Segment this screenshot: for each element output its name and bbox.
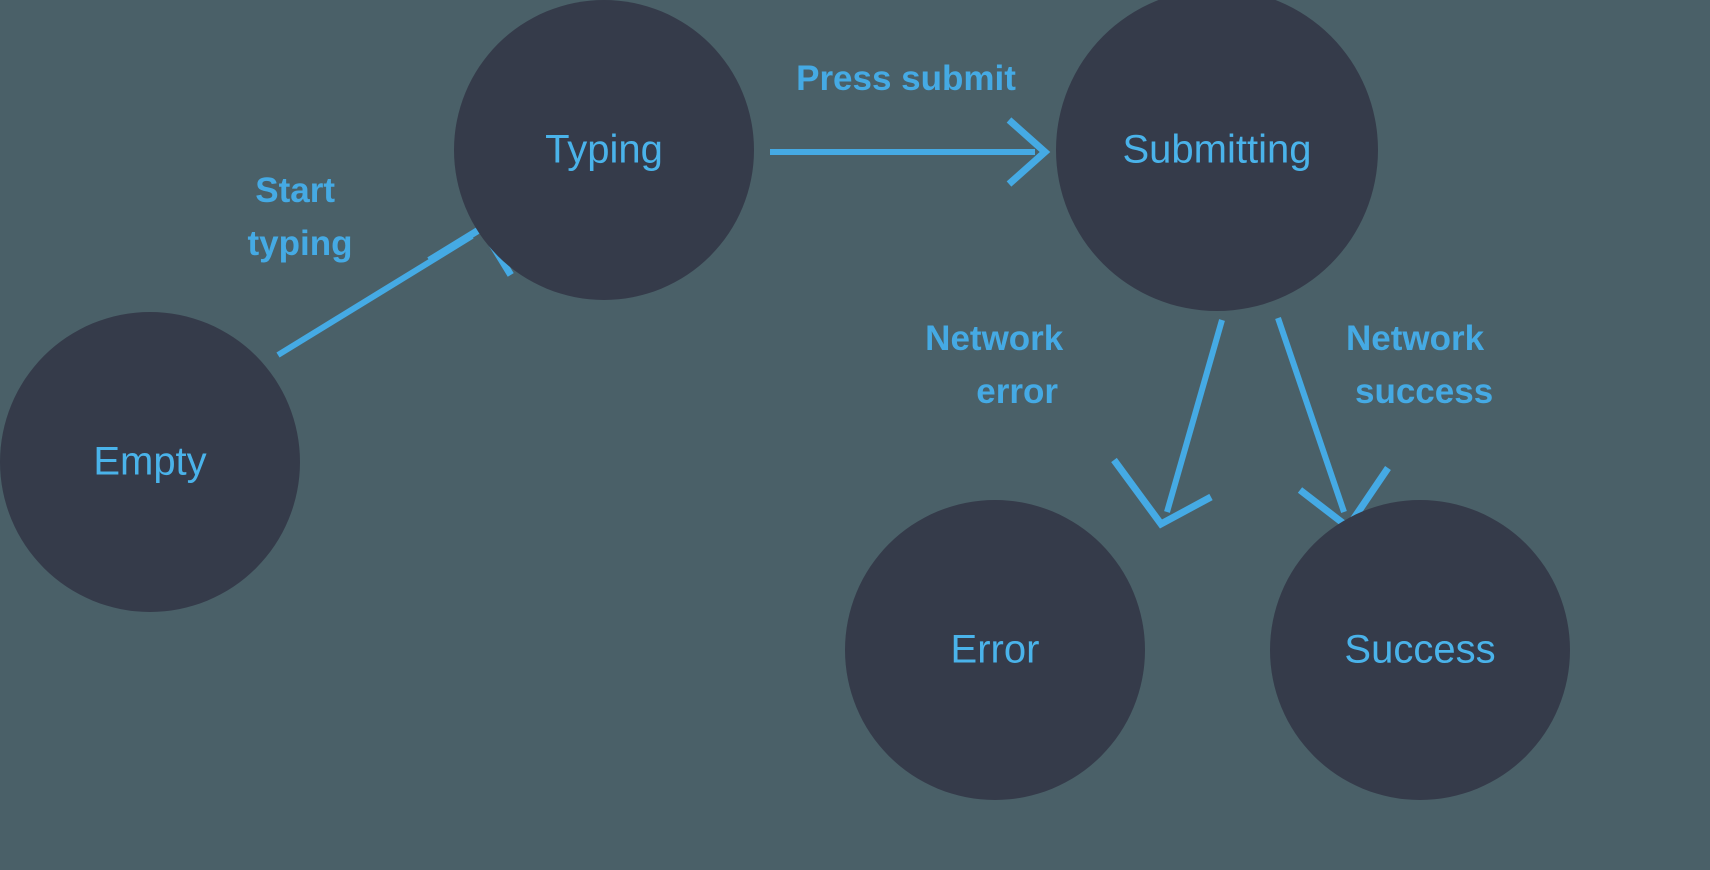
edge-label-press-submit-line-1: Press submit bbox=[796, 59, 1016, 98]
node-submitting-label: Submitting bbox=[1123, 128, 1312, 172]
edge-network-error-line bbox=[1164, 319, 1225, 513]
edge-label-network-success-line-1: Network bbox=[1346, 319, 1485, 358]
edge-press-submit bbox=[770, 117, 1051, 187]
node-typing[interactable]: Typing bbox=[454, 0, 754, 300]
edge-label-network-error-line-2: error bbox=[976, 372, 1058, 411]
node-success-circle[interactable] bbox=[1270, 500, 1570, 800]
edge-label-network-success: Network success bbox=[1346, 319, 1494, 411]
edge-label-start-typing-line-1: Start bbox=[255, 171, 335, 210]
node-error[interactable]: Error bbox=[845, 500, 1145, 800]
node-typing-label: Typing bbox=[545, 128, 663, 172]
edge-network-error bbox=[1111, 319, 1225, 529]
edge-press-submit-arrowhead bbox=[1006, 117, 1051, 187]
edge-label-network-error-line-1: Network bbox=[925, 319, 1064, 358]
edge-label-press-submit: Press submit bbox=[796, 59, 1016, 98]
edge-label-start-typing: Start typing bbox=[248, 171, 353, 263]
edge-label-network-success-line-2: success bbox=[1355, 372, 1493, 411]
node-typing-circle[interactable] bbox=[454, 0, 754, 300]
node-error-label: Error bbox=[951, 628, 1040, 672]
node-empty-label: Empty bbox=[93, 440, 206, 484]
node-error-circle[interactable] bbox=[845, 500, 1145, 800]
edge-network-error-arrowhead bbox=[1111, 457, 1213, 529]
node-submitting[interactable]: Submitting bbox=[1056, 0, 1378, 311]
edge-network-success-line bbox=[1275, 317, 1347, 513]
node-empty-circle[interactable] bbox=[0, 312, 300, 612]
node-success-label: Success bbox=[1344, 628, 1495, 672]
edge-label-network-error: Network error bbox=[925, 319, 1073, 411]
edge-label-start-typing-line-2: typing bbox=[248, 224, 353, 263]
node-empty[interactable]: Empty bbox=[0, 312, 300, 612]
node-success[interactable]: Success bbox=[1270, 500, 1570, 800]
node-submitting-circle[interactable] bbox=[1056, 0, 1378, 311]
